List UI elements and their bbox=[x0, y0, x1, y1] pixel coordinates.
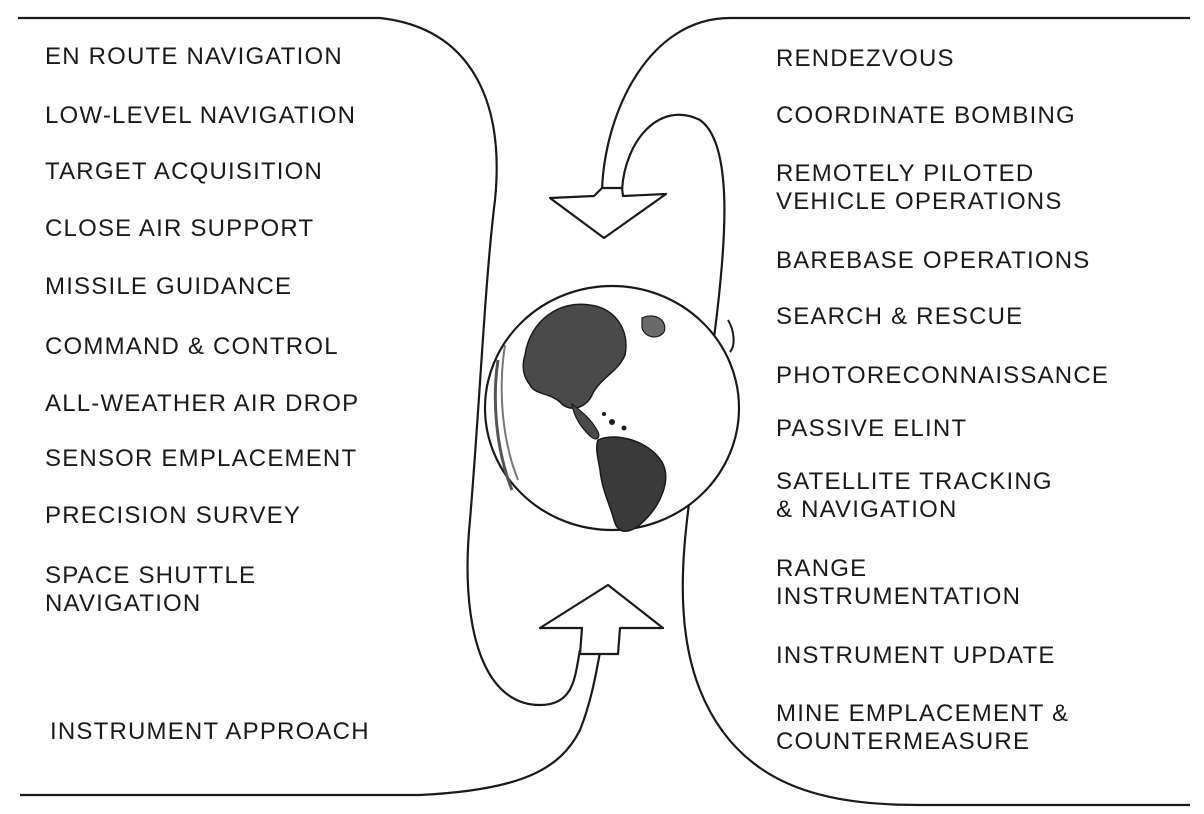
label-line: PASSIVE ELINT bbox=[776, 415, 968, 442]
label-line: SEARCH & RESCUE bbox=[776, 303, 1024, 330]
label-line: RANGE bbox=[776, 555, 868, 582]
label-line: PHOTORECONNAISSANCE bbox=[776, 362, 1110, 389]
left-item-all-weather-air-drop: ALL-WEATHER AIR DROP bbox=[45, 390, 359, 418]
right-item-barebase-operations: BAREBASE OPERATIONS bbox=[776, 247, 1090, 275]
label-line: SPACE SHUTTLE bbox=[45, 562, 257, 589]
label-line: INSTRUMENT UPDATE bbox=[776, 642, 1056, 669]
left-flow-curve bbox=[18, 16, 582, 707]
label-line: VEHICLE OPERATIONS bbox=[776, 188, 1063, 215]
right-item-instrument-update: INSTRUMENT UPDATE bbox=[776, 642, 1056, 670]
left-item-en-route-navigation: EN ROUTE NAVIGATION bbox=[45, 43, 343, 71]
left-item-command-and-control: COMMAND & CONTROL bbox=[45, 333, 339, 361]
label-line: SENSOR EMPLACEMENT bbox=[45, 445, 358, 472]
left-item-precision-survey: PRECISION SURVEY bbox=[45, 502, 301, 530]
label-line: MINE EMPLACEMENT & bbox=[776, 700, 1070, 727]
left-item-space-shuttle-navigation: SPACE SHUTTLE NAVIGATION bbox=[45, 562, 256, 618]
label-line: INSTRUMENT APPROACH bbox=[50, 718, 370, 745]
label-line: SATELLITE TRACKING bbox=[776, 468, 1053, 495]
left-item-target-acquisition: TARGET ACQUISITION bbox=[45, 158, 323, 186]
right-item-passive-elint: PASSIVE ELINT bbox=[776, 415, 967, 443]
label-line: COUNTERMEASURE bbox=[776, 728, 1031, 755]
label-line: COMMAND & CONTROL bbox=[45, 333, 339, 360]
right-item-range-instrumentation: RANGE INSTRUMENTATION bbox=[776, 555, 1021, 611]
label-line: CLOSE AIR SUPPORT bbox=[45, 215, 315, 242]
right-item-search-and-rescue: SEARCH & RESCUE bbox=[776, 303, 1023, 331]
left-item-sensor-emplacement: SENSOR EMPLACEMENT bbox=[45, 445, 357, 473]
label-line: MISSILE GUIDANCE bbox=[45, 273, 293, 300]
label-line: COORDINATE BOMBING bbox=[776, 102, 1076, 129]
right-item-satellite-tracking-navigation: SATELLITE TRACKING & NAVIGATION bbox=[776, 468, 1053, 524]
down-arrow-icon bbox=[548, 186, 668, 240]
left-item-instrument-approach: INSTRUMENT APPROACH bbox=[50, 718, 370, 746]
right-item-photoreconnaissance: PHOTORECONNAISSANCE bbox=[776, 362, 1109, 390]
label-line: NAVIGATION bbox=[45, 590, 202, 617]
left-item-low-level-navigation: LOW-LEVEL NAVIGATION bbox=[45, 102, 356, 130]
label-line: PRECISION SURVEY bbox=[45, 502, 302, 529]
left-item-close-air-support: CLOSE AIR SUPPORT bbox=[45, 215, 314, 243]
label-line: & NAVIGATION bbox=[776, 496, 958, 523]
label-line: REMOTELY PILOTED bbox=[776, 160, 1035, 187]
label-line: BAREBASE OPERATIONS bbox=[776, 247, 1091, 274]
right-item-remotely-piloted-vehicle-operations: REMOTELY PILOTED VEHICLE OPERATIONS bbox=[776, 160, 1063, 216]
right-item-coordinate-bombing: COORDINATE BOMBING bbox=[776, 102, 1076, 130]
label-line: RENDEZVOUS bbox=[776, 45, 955, 72]
left-item-missile-guidance: MISSILE GUIDANCE bbox=[45, 273, 292, 301]
label-line: EN ROUTE NAVIGATION bbox=[45, 43, 343, 70]
label-line: ALL-WEATHER AIR DROP bbox=[45, 390, 360, 417]
up-arrow-icon bbox=[538, 583, 665, 656]
earth-globe-icon bbox=[483, 284, 741, 532]
right-item-mine-emplacement-countermeasure: MINE EMPLACEMENT & COUNTERMEASURE bbox=[776, 700, 1069, 756]
label-line: TARGET ACQUISITION bbox=[45, 158, 324, 185]
label-line: INSTRUMENTATION bbox=[776, 583, 1022, 610]
label-line: LOW-LEVEL NAVIGATION bbox=[45, 102, 357, 129]
right-item-rendezvous: RENDEZVOUS bbox=[776, 45, 955, 73]
right-flow-curve bbox=[600, 16, 1190, 191]
left-bottom-curve bbox=[20, 651, 602, 797]
